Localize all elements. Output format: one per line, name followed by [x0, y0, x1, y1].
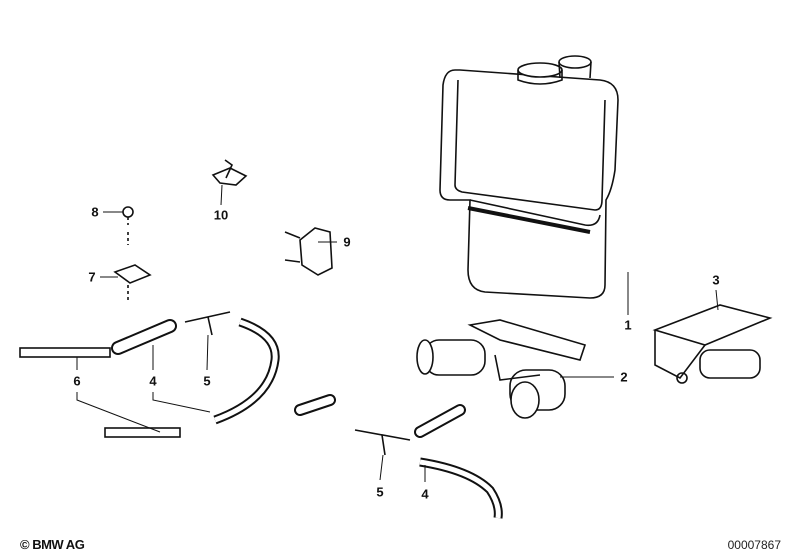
callout-5[interactable]: 5	[376, 484, 384, 500]
clip-part-10[interactable]	[211, 159, 248, 186]
screw-part-8[interactable]	[122, 206, 134, 245]
copyright: © BMW AG	[20, 537, 85, 552]
callout-1[interactable]: 1	[624, 317, 632, 333]
pump-part-2[interactable]	[416, 319, 587, 419]
reservoir-part-1[interactable]	[439, 55, 619, 299]
nozzle-part-6[interactable]	[19, 347, 181, 438]
clip-nut-part-7[interactable]	[113, 264, 152, 300]
callout-5[interactable]: 5	[203, 373, 211, 389]
callout-4[interactable]: 4	[149, 373, 157, 389]
callout-4[interactable]: 4	[421, 486, 429, 502]
callout-6[interactable]: 6	[73, 373, 81, 389]
valve-part-9[interactable]	[284, 227, 333, 276]
callout-8[interactable]: 8	[91, 204, 99, 220]
callout-9[interactable]: 9	[343, 234, 351, 250]
t-piece-part-5[interactable]	[184, 311, 411, 456]
hose-part-4[interactable]	[111, 317, 503, 519]
leader-lines	[76, 184, 719, 482]
diagram-number: 00007867	[727, 538, 781, 552]
callout-10[interactable]: 10	[213, 207, 229, 223]
bracket-part-3[interactable]	[652, 304, 773, 384]
callout-3[interactable]: 3	[712, 272, 720, 288]
callout-2[interactable]: 2	[620, 369, 628, 385]
callout-7[interactable]: 7	[88, 269, 96, 285]
